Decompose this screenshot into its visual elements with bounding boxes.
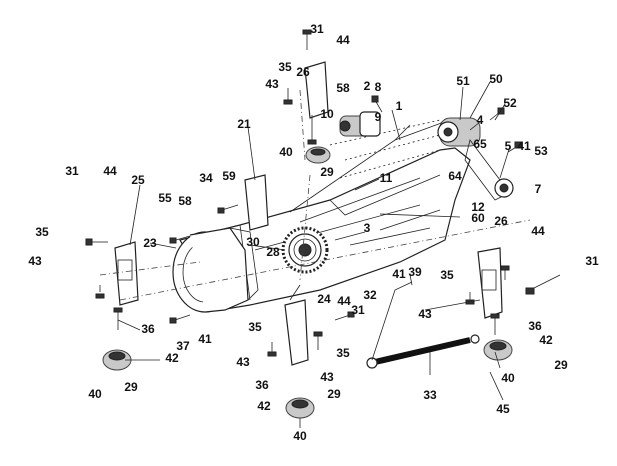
callout-35-center-r: 35	[336, 346, 350, 360]
mount-left	[102, 349, 132, 371]
callout-35-center: 35	[248, 320, 262, 334]
callout-39: 39	[408, 265, 422, 279]
callout-10: 10	[320, 107, 334, 121]
frame-stipple	[329, 119, 456, 179]
right-bracket	[477, 247, 503, 319]
callout-53: 53	[534, 144, 548, 158]
callout-33: 33	[423, 388, 437, 402]
callout-35-right: 35	[440, 268, 454, 282]
callout-45: 45	[496, 402, 510, 416]
callout-36-center: 36	[255, 378, 269, 392]
callout-4: 4	[477, 113, 484, 127]
callout-58: 58	[336, 81, 350, 95]
callout-44: 44	[336, 33, 350, 47]
callout-12: 12	[471, 200, 485, 214]
callout-35: 35	[278, 60, 292, 74]
callout-25: 25	[131, 173, 145, 187]
starter-motor	[339, 111, 381, 137]
callout-29-center: 29	[327, 387, 341, 401]
callout-41-mid: 41	[392, 267, 406, 281]
callout-labels: 31 44 35 26 43 58 2 8 10 9 1 51 50 52 4 …	[28, 22, 599, 443]
callout-29-left: 29	[124, 380, 138, 394]
belt	[464, 139, 506, 201]
axis-lines	[99, 89, 531, 301]
callout-26-right: 26	[494, 214, 508, 228]
callout-3: 3	[364, 221, 371, 235]
callout-29-right: 29	[554, 358, 568, 372]
left-bracket	[114, 241, 139, 306]
callout-65: 65	[473, 137, 487, 151]
callout-31-left: 31	[65, 164, 79, 178]
alternator	[437, 117, 481, 147]
callout-51: 51	[456, 74, 470, 88]
callout-5: 5	[505, 139, 512, 153]
top-bracket	[304, 61, 329, 119]
callout-58-left: 58	[178, 194, 192, 208]
callout-43: 43	[265, 77, 279, 91]
callout-7: 7	[535, 182, 542, 196]
callout-2: 2	[364, 79, 371, 93]
callout-42-center: 42	[257, 399, 271, 413]
callout-31-mid: 31	[351, 303, 365, 317]
flywheel-gear	[281, 226, 329, 274]
callout-40-left: 40	[88, 387, 102, 401]
bell-housing	[172, 227, 259, 313]
callout-60: 60	[471, 211, 485, 225]
leader-lines	[117, 81, 511, 428]
callout-40-center: 40	[293, 429, 307, 443]
callout-29: 29	[320, 165, 334, 179]
callout-26: 26	[296, 65, 310, 79]
callout-36-left: 36	[141, 322, 155, 336]
callout-30: 30	[246, 235, 260, 249]
callout-44-left: 44	[103, 164, 117, 178]
callout-50: 50	[489, 72, 503, 86]
callout-41-left: 41	[198, 332, 212, 346]
callout-28: 28	[266, 245, 280, 259]
callout-43-left: 43	[28, 254, 42, 268]
callout-34: 34	[199, 171, 213, 185]
callout-40-right: 40	[501, 371, 515, 385]
mount-right	[483, 339, 513, 361]
callout-23: 23	[143, 236, 157, 250]
callout-32: 32	[363, 288, 377, 302]
bracket-21	[244, 174, 269, 231]
callout-1: 1	[396, 99, 403, 113]
callout-11: 11	[380, 171, 393, 185]
callout-8: 8	[375, 80, 382, 94]
callout-42-left: 42	[165, 351, 179, 365]
mount-center	[285, 397, 315, 419]
pulley	[494, 178, 514, 198]
callout-35-left: 35	[35, 225, 49, 239]
callout-41: 41	[517, 139, 531, 153]
callout-43-center-r: 43	[320, 370, 334, 384]
callout-44-mid: 44	[337, 294, 351, 308]
callout-31-right: 31	[585, 254, 599, 268]
callout-59: 59	[222, 169, 236, 183]
callout-36-right: 36	[528, 319, 542, 333]
callout-42-right: 42	[539, 333, 553, 347]
callout-55: 55	[158, 191, 172, 205]
mount-top	[305, 146, 331, 164]
callout-31: 31	[310, 22, 324, 36]
callout-44-right: 44	[531, 224, 545, 238]
callout-40: 40	[279, 145, 293, 159]
callout-21: 21	[237, 117, 251, 131]
callout-43-right: 43	[418, 307, 432, 321]
hose	[366, 281, 480, 369]
callout-24: 24	[317, 292, 331, 306]
callout-37: 37	[176, 339, 190, 353]
callout-9: 9	[375, 110, 382, 124]
callout-43-center: 43	[236, 355, 250, 369]
center-bracket	[284, 299, 309, 366]
callout-52: 52	[503, 96, 517, 110]
callout-64: 64	[448, 169, 462, 183]
main-frame	[179, 117, 471, 311]
